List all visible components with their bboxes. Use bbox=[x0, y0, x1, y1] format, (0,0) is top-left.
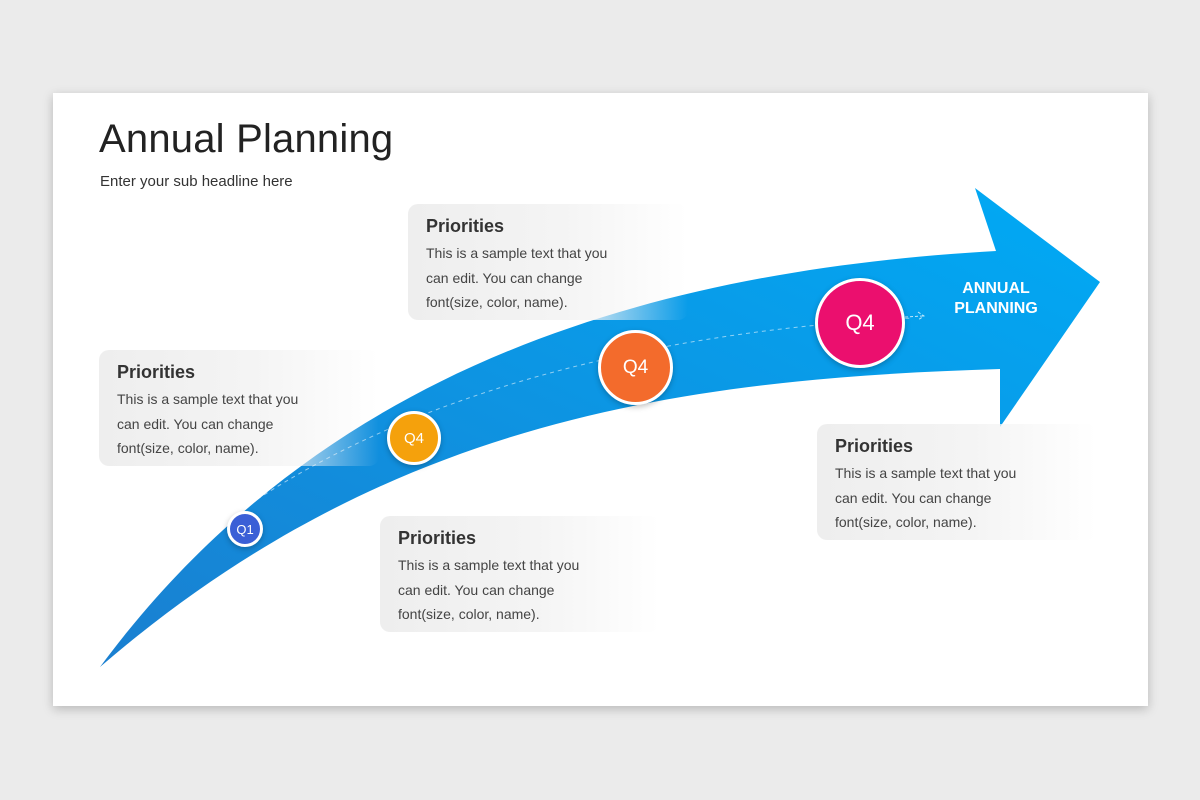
milestone-label: Q4 bbox=[845, 310, 875, 335]
card-title: Priorities bbox=[835, 436, 914, 456]
milestone-label: Q1 bbox=[236, 521, 254, 537]
priority-card-bottom: Priorities This is a sample text that yo… bbox=[380, 516, 660, 632]
milestone-q2[interactable]: Q4 bbox=[387, 411, 441, 465]
card-text: This is a sample text that you can edit.… bbox=[426, 245, 608, 310]
slide: Annual Planning Enter your sub headline … bbox=[53, 93, 1148, 706]
arrow-dashed-path bbox=[162, 317, 914, 574]
arrow-label-line-2: PLANNING bbox=[954, 300, 1038, 317]
card-text: This is a sample text that you can edit.… bbox=[835, 465, 1017, 530]
slide-title: Annual Planning bbox=[99, 117, 394, 161]
priority-card-left: Priorities This is a sample text that yo… bbox=[99, 350, 379, 466]
milestone-label: Q4 bbox=[403, 429, 424, 447]
card-text: This is a sample text that you can edit.… bbox=[117, 391, 299, 456]
priority-card-top: Priorities This is a sample text that yo… bbox=[408, 204, 688, 320]
milestone-q3[interactable]: Q4 bbox=[598, 330, 673, 405]
milestone-q4[interactable]: Q4 bbox=[815, 278, 905, 368]
milestone-label: Q4 bbox=[622, 356, 649, 378]
card-title: Priorities bbox=[117, 362, 196, 382]
slide-subtitle: Enter your sub headline here bbox=[100, 173, 293, 190]
priority-card-right: Priorities This is a sample text that yo… bbox=[817, 424, 1097, 540]
card-text: This is a sample text that you can edit.… bbox=[398, 557, 580, 622]
arrow-label: ANNUAL PLANNING bbox=[933, 279, 1059, 319]
arrow-label-line-1: ANNUAL bbox=[962, 280, 1030, 297]
card-title: Priorities bbox=[426, 216, 505, 236]
arrow-dashed-pointer bbox=[904, 311, 925, 321]
card-title: Priorities bbox=[398, 528, 477, 548]
milestone-q1[interactable]: Q1 bbox=[227, 511, 263, 547]
